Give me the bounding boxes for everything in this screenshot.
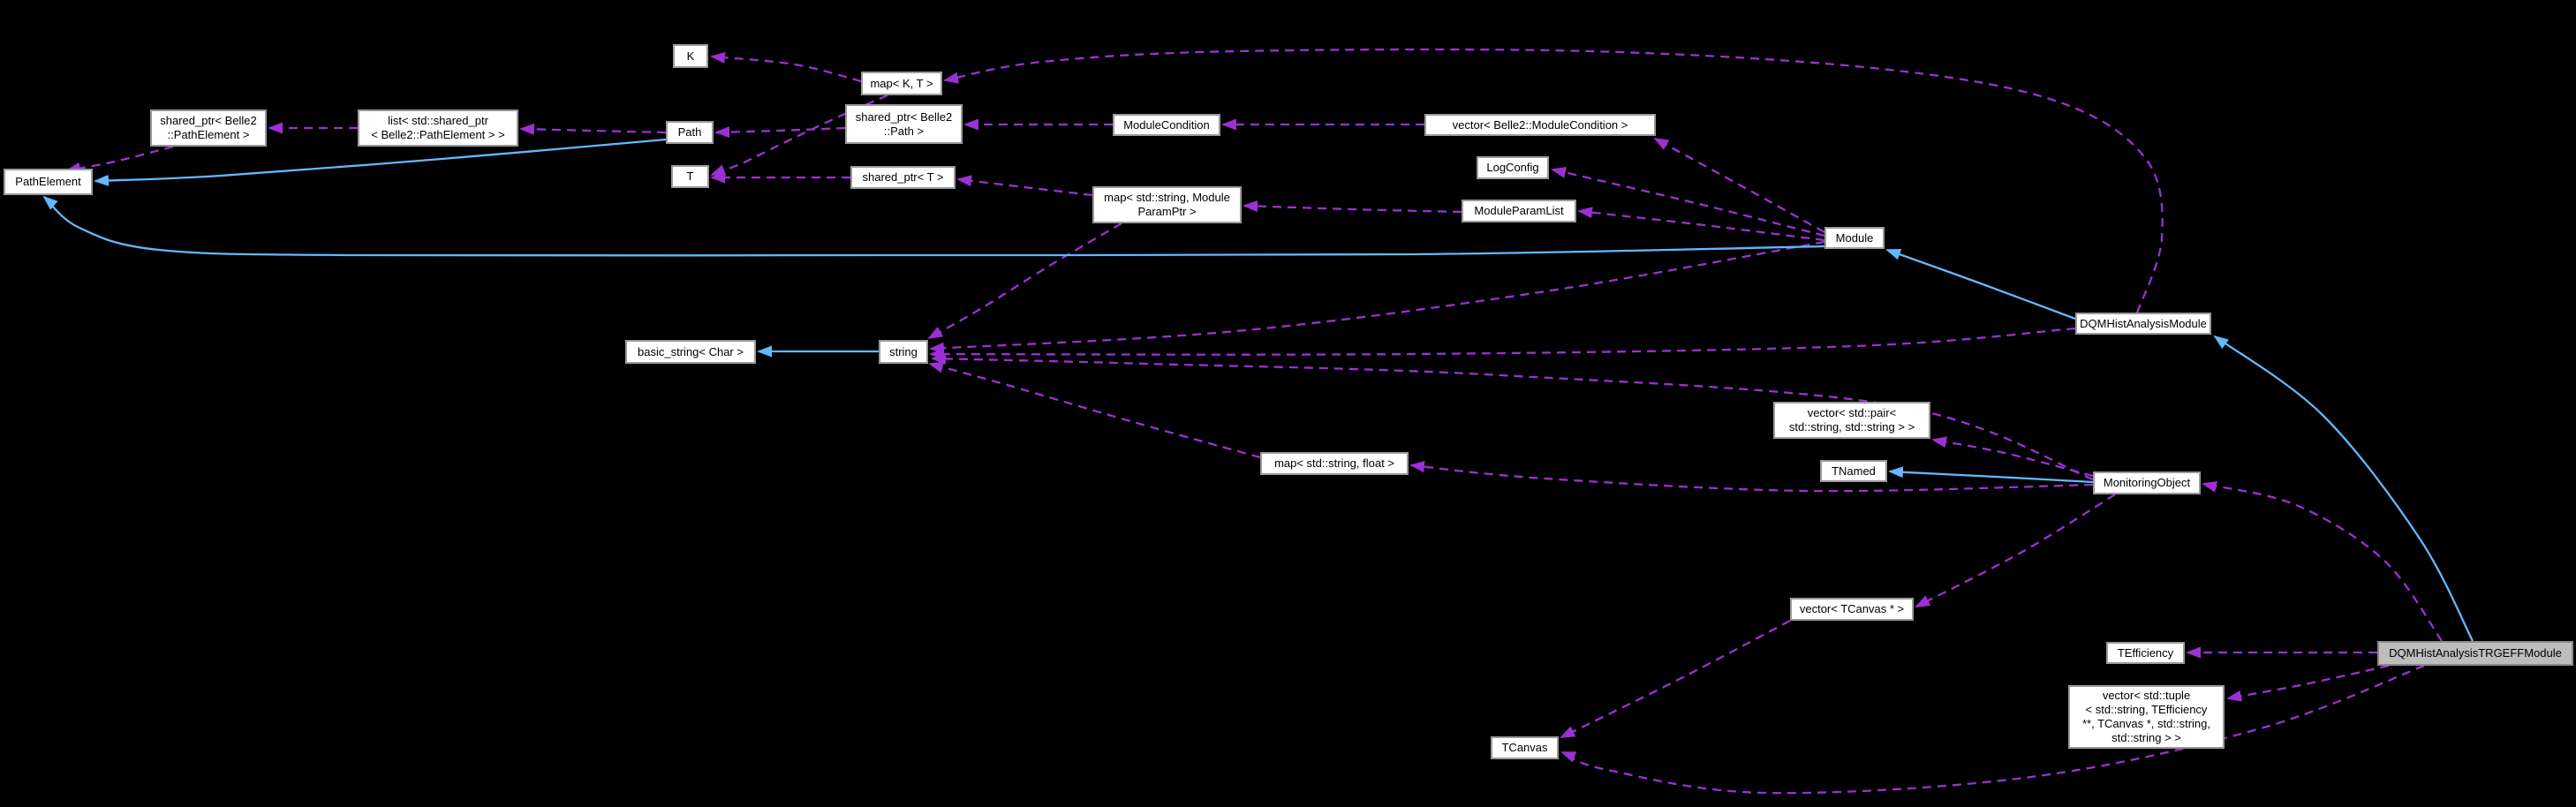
edge-monitoringobject-vector_pair [1931, 436, 2094, 478]
node-label-line: Path [677, 125, 702, 139]
node-label-line: string [889, 344, 918, 358]
edge-monitoringobject-map_string_float [1409, 461, 2094, 493]
node-label-line: std::string > > [2111, 731, 2181, 744]
node-label-line: MonitoringObject [2103, 476, 2191, 489]
node-label-line: DQMHistAnalysisTRGEFFModule [2389, 646, 2562, 660]
node-label-line: vector< std::tuple [2102, 689, 2191, 702]
node-k[interactable]: K [673, 44, 708, 68]
edge-path-list_shared_ptr [519, 123, 667, 135]
node-label-line: TEfficiency [2117, 645, 2174, 660]
edge-vector_tcanvas-tcanvas [1560, 619, 1791, 739]
node-shared_ptr_belle2_path[interactable]: shared_ptr< Belle2::Path > [845, 104, 963, 144]
edge-trgeff-tcanvas [1560, 664, 2425, 795]
node-label-line: std::string, std::string > > [1788, 420, 1915, 434]
node-basic_string[interactable]: basic_string< Char > [625, 340, 756, 364]
node-label-line: map< std::string, float > [1274, 456, 1394, 470]
node-label-line: map< std::string, Module [1104, 191, 1230, 204]
node-vector_modulecondition[interactable]: vector< Belle2::ModuleCondition > [1424, 114, 1656, 136]
node-label-line: vector< Belle2::ModuleCondition > [1452, 117, 1628, 132]
node-label-line: PathElement [15, 175, 81, 188]
node-label-line: < Belle2::PathElement > > [371, 128, 505, 141]
edge-module-string [929, 240, 1825, 354]
node-label-line: list< std::shared_ptr [388, 114, 488, 127]
node-label-line: Module [1835, 230, 1874, 245]
node-list_shared_ptr[interactable]: list< std::shared_ptr< Belle2::PathEleme… [358, 109, 518, 147]
node-map_string_float[interactable]: map< std::string, float > [1260, 452, 1409, 475]
node-shared_ptr_t[interactable]: shared_ptr< T > [850, 166, 956, 189]
node-label-line: ::Path > [883, 124, 925, 138]
edge-shared_ptr_belle2_path-path [714, 126, 846, 139]
node-label-line: ParamPtr > [1137, 205, 1197, 218]
edge-moduleparamlist-map_moduleparamptr [1243, 200, 1462, 214]
node-tnamed[interactable]: TNamed [1820, 460, 1887, 482]
node-label-line: shared_ptr< Belle2 [160, 114, 257, 127]
node-tcanvas[interactable]: TCanvas [1491, 736, 1559, 759]
node-label-line: TNamed [1832, 464, 1876, 478]
node-label-line: LogConfig [1486, 161, 1539, 174]
edge-trgeff-dqmhistanalysismodule [2213, 335, 2474, 642]
node-label-line: ModuleParamList [1474, 204, 1564, 217]
edge-path-pathelement [94, 138, 667, 186]
node-label-line: shared_ptr< T > [862, 170, 944, 184]
node-vector_tcanvas[interactable]: vector< TCanvas * > [1790, 598, 1914, 621]
node-label-line: K [686, 49, 695, 63]
node-map_k_t[interactable]: map< K, T > [861, 72, 942, 95]
edge-map_moduleparamptr-string [927, 222, 1122, 340]
edge-module-vector_modulecondition [1653, 137, 1825, 234]
node-label-line: ::PathElement > [167, 128, 250, 141]
node-trgeff[interactable]: DQMHistAnalysisTRGEFFModule [2377, 641, 2573, 666]
node-label-line: T [686, 170, 694, 183]
node-label-line: vector< TCanvas * > [1799, 602, 1905, 615]
node-label-line: < std::string, TEfficiency [2085, 703, 2208, 716]
node-label-line: **, TCanvas *, std::string, [2082, 717, 2210, 730]
edge-trgeff-vector_tuple [2226, 664, 2390, 702]
edge-monitoringobject-tnamed [1888, 466, 2094, 484]
edge-module-logconfig [1551, 167, 1825, 238]
node-string[interactable]: string [879, 340, 928, 364]
node-tefficiency[interactable]: TEfficiency [2106, 642, 2185, 664]
edge-map_string_float-string [928, 361, 1261, 459]
node-label-line: ModuleCondition [1123, 117, 1210, 132]
node-label-line: TCanvas [1501, 741, 1548, 754]
node-pathelement[interactable]: PathElement [4, 169, 93, 195]
node-moduleparamlist[interactable]: ModuleParamList [1462, 200, 1576, 222]
node-label-line: vector< std::pair< [1807, 406, 1897, 419]
node-dqmhistanalysismodule[interactable]: DQMHistAnalysisModule [2075, 313, 2211, 335]
edge-trgeff-monitoringobject [2202, 480, 2443, 642]
node-vector_tuple[interactable]: vector< std::tuple< std::string, TEffici… [2068, 685, 2225, 749]
node-vector_pair[interactable]: vector< std::pair<std::string, std::stri… [1773, 402, 1930, 439]
edge-module-pathelement [42, 195, 1825, 257]
edge-monitoringobject-string [931, 352, 2094, 481]
edge-module-moduleparamlist [1577, 207, 1825, 242]
edge-map_moduleparamptr-shared_ptr_t [956, 175, 1093, 197]
node-module[interactable]: Module [1824, 227, 1885, 249]
node-logconfig[interactable]: LogConfig [1477, 156, 1549, 179]
edge-dqmhistanalysismodule-string [929, 327, 2076, 360]
node-label-line: DQMHistAnalysisModule [2080, 316, 2207, 330]
node-label-line: basic_string< Char > [638, 344, 744, 358]
node-label-line: map< K, T > [870, 76, 933, 90]
node-monitoringobject[interactable]: MonitoringObject [2093, 471, 2201, 494]
node-shared_ptr_pathelement[interactable]: shared_ptr< Belle2::PathElement > [150, 109, 267, 147]
edge-map_k_t-k [710, 51, 862, 83]
node-modulecondition[interactable]: ModuleCondition [1113, 114, 1220, 136]
node-path[interactable]: Path [666, 121, 714, 144]
edge-dqmhistanalysismodule-map_k_t [943, 48, 2164, 313]
node-t[interactable]: T [671, 165, 709, 188]
edge-shared_ptr_pathelement-pathelement [65, 145, 174, 174]
node-label-line: shared_ptr< Belle2 [855, 109, 953, 124]
edge-dqmhistanalysismodule-module [1885, 248, 2076, 321]
edge-monitoringobject-vector_tcanvas [1915, 494, 2116, 608]
